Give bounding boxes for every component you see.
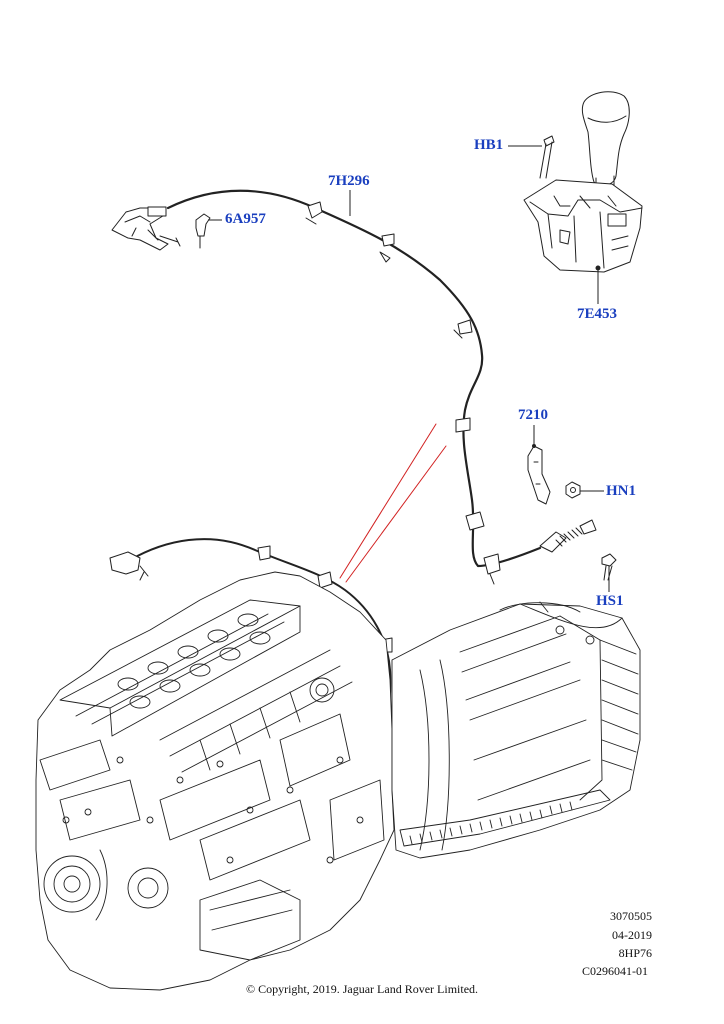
transmission-code: 8HP76 bbox=[618, 946, 652, 960]
bolt-hb1 bbox=[539, 135, 555, 179]
shift-cable-upper bbox=[111, 189, 597, 585]
gear-shifter-assembly bbox=[523, 91, 643, 273]
copyright-notice: © Copyright, 2019. Jaguar Land Rover Lim… bbox=[245, 982, 479, 996]
engine-block bbox=[35, 571, 395, 991]
reference-number: 3070505 bbox=[610, 909, 652, 923]
clip-part-6a957 bbox=[195, 213, 211, 249]
callout-hs1[interactable]: HS1 bbox=[596, 593, 624, 609]
bracket-7210 bbox=[527, 445, 551, 505]
screw-hs1 bbox=[601, 553, 617, 581]
callout-7e453[interactable]: 7E453 bbox=[577, 306, 618, 322]
red-leader-lines bbox=[339, 423, 447, 583]
illustration-id: C0296041-01 bbox=[582, 964, 648, 978]
callout-hb1[interactable]: HB1 bbox=[474, 137, 504, 153]
transmission bbox=[391, 601, 641, 859]
callout-6a957[interactable]: 6A957 bbox=[225, 211, 266, 227]
revision-date: 04-2019 bbox=[612, 928, 652, 942]
callout-7h296[interactable]: 7H296 bbox=[328, 173, 370, 189]
nut-hn1 bbox=[565, 481, 581, 499]
callout-hn1[interactable]: HN1 bbox=[606, 483, 636, 499]
callout-7210[interactable]: 7210 bbox=[518, 407, 548, 423]
